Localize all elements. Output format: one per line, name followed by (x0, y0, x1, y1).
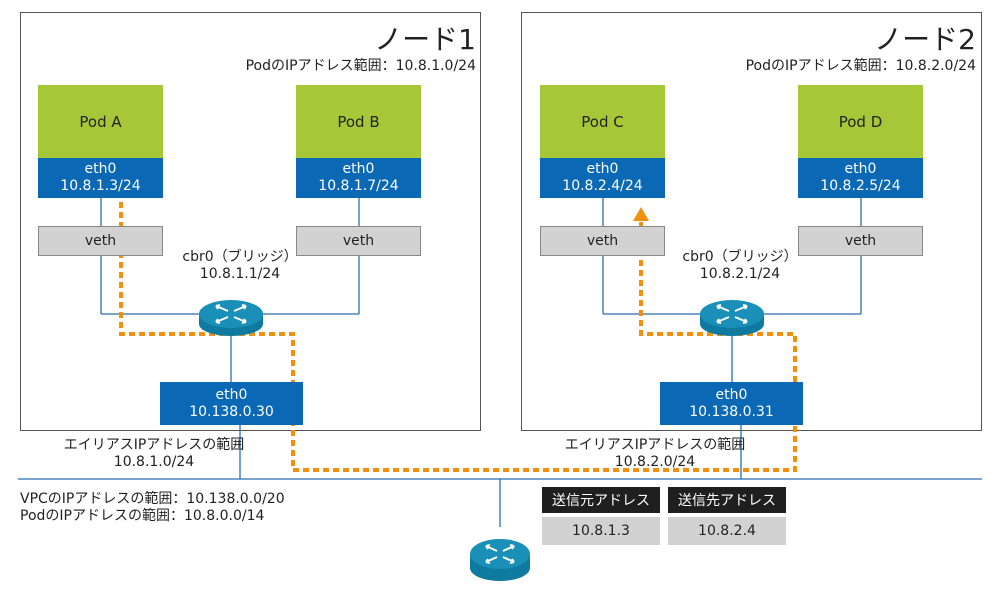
eth-ip: 10.8.2.4/24 (562, 178, 643, 194)
node-1-eth0: eth0 10.138.0.30 (160, 382, 303, 425)
node-1-title: ノード1 (374, 23, 476, 56)
pod-d-eth0: eth0 10.8.2.5/24 (798, 158, 923, 198)
pod-b-eth0: eth0 10.8.1.7/24 (296, 158, 421, 198)
pod-d-veth: veth (798, 226, 923, 256)
destination-address-header: 送信先アドレス (668, 487, 786, 513)
eth-label: eth0 (715, 386, 748, 403)
vpc-range: VPCのIPアドレスの範囲：10.138.0.0/20 (20, 491, 285, 507)
node-1-pod-range: PodのIPアドレス範囲：10.8.1.0/24 (245, 58, 476, 74)
bridge-ip: 10.8.2.1/24 (699, 266, 781, 282)
router-icon (199, 300, 263, 336)
router-icon (700, 300, 764, 336)
pod-b-veth: veth (296, 226, 421, 256)
source-address-header: 送信元アドレス (542, 487, 660, 513)
pod-a-veth: veth (38, 226, 163, 256)
eth-ip: 10.8.1.7/24 (318, 178, 399, 194)
node-2-bridge-label: cbr0（ブリッジ） 10.8.2.1/24 (680, 249, 800, 283)
router-icon (470, 539, 530, 581)
pod-a: Pod A (38, 85, 163, 158)
arrow-head-icon (633, 207, 649, 221)
eth-label: eth0 (342, 161, 375, 177)
node-2-wires (602, 198, 862, 479)
pod-c-veth: veth (540, 226, 665, 256)
node-2-pod-range: PodのIPアドレス範囲：10.8.2.0/24 (745, 58, 976, 74)
pod-d: Pod D (798, 85, 923, 158)
eth-label: eth0 (586, 161, 619, 177)
pod-cidr-range: PodのIPアドレスの範囲：10.8.0.0/14 (20, 508, 265, 524)
eth-label: eth0 (844, 161, 877, 177)
pod-b: Pod B (296, 85, 421, 158)
bridge-name: cbr0（ブリッジ） (182, 249, 298, 265)
bridge-name: cbr0（ブリッジ） (682, 249, 798, 265)
eth-ip: 10.138.0.31 (689, 403, 774, 420)
packet-path (119, 202, 797, 472)
alias-range: 10.8.1.0/24 (113, 454, 195, 470)
node-1-alias-range: エイリアスIPアドレスの範囲 10.8.1.0/24 (54, 437, 254, 471)
node-1-box (20, 12, 481, 431)
node-2-alias-range: エイリアスIPアドレスの範囲 10.8.2.0/24 (555, 437, 755, 471)
alias-range: 10.8.2.0/24 (614, 454, 696, 470)
vpc-info: VPCのIPアドレスの範囲：10.138.0.0/20 PodのIPアドレスの範… (20, 491, 285, 525)
pod-c-eth0: eth0 10.8.2.4/24 (540, 158, 665, 198)
node-1-bridge-label: cbr0（ブリッジ） 10.8.1.1/24 (180, 249, 300, 283)
pod-c: Pod C (540, 85, 665, 158)
pod-a-eth0: eth0 10.8.1.3/24 (38, 158, 163, 198)
node-1-wires (100, 198, 360, 479)
node-2-title: ノード2 (874, 23, 976, 56)
destination-address-value: 10.8.2.4 (668, 517, 786, 545)
alias-label: エイリアスIPアドレスの範囲 (63, 437, 245, 453)
alias-label: エイリアスIPアドレスの範囲 (564, 437, 746, 453)
eth-ip: 10.138.0.30 (189, 403, 274, 420)
node-2-box (521, 12, 982, 431)
eth-label: eth0 (84, 161, 117, 177)
eth-label: eth0 (215, 386, 248, 403)
eth-ip: 10.8.2.5/24 (820, 178, 901, 194)
node-2-eth0: eth0 10.138.0.31 (660, 382, 803, 425)
eth-ip: 10.8.1.3/24 (60, 178, 141, 194)
source-address-value: 10.8.1.3 (542, 517, 660, 545)
bridge-ip: 10.8.1.1/24 (199, 266, 281, 282)
